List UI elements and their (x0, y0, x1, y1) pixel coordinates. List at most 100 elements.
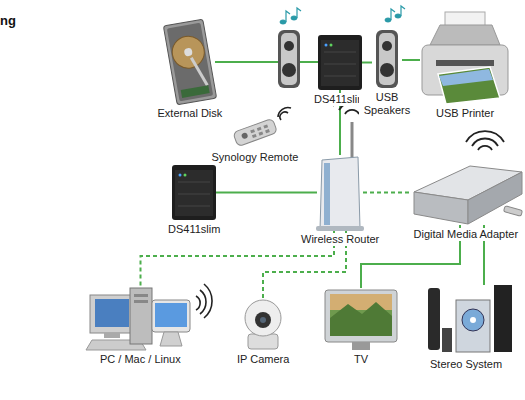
device-node: Synology Remote (232, 116, 278, 148)
camera-illustration (260, 317, 266, 323)
device-node: DS411slim (172, 165, 216, 220)
tv-illustration (325, 290, 397, 350)
device-node: USB Speakers (372, 32, 402, 88)
computer-illustration (104, 333, 120, 338)
media-adapter-illustration (414, 192, 468, 224)
wireless-signal-symbol (466, 131, 504, 142)
remote-illustration (252, 134, 257, 138)
device-label: USB Speakers (359, 91, 415, 117)
music-note-symbol (395, 14, 401, 18)
device-node: USB Printer (420, 20, 510, 104)
nas-illustration (324, 64, 356, 65)
router-illustration (324, 163, 330, 225)
device-label: TV (352, 353, 370, 366)
speaker-illustration (278, 30, 398, 88)
computer-illustration (86, 340, 146, 350)
speaker-illustration (376, 30, 398, 88)
speaker-illustration (284, 41, 294, 51)
nas-illustration (324, 76, 356, 77)
speaker-illustration (278, 30, 300, 88)
printer-illustration (430, 25, 500, 45)
device-label: PC / Mac / Linux (98, 353, 183, 366)
stereo-illustration (462, 309, 484, 331)
device-node: TV (325, 288, 397, 350)
nas-illustration (175, 170, 213, 216)
device-label: Digital Media Adapter (412, 228, 521, 241)
computer-illustration (160, 332, 182, 346)
device-node: Digital Media Adapter (412, 160, 520, 225)
remote-illustration (233, 118, 278, 146)
computer-illustration (134, 294, 148, 297)
remote-illustration (250, 129, 255, 133)
router-illustration (351, 122, 354, 160)
device-label: External Disk (156, 107, 225, 120)
tv-illustration (330, 302, 392, 336)
speaker-illustration (382, 41, 392, 51)
hard-disk-illustration (181, 85, 210, 98)
device-node: Stereo System (420, 285, 512, 355)
stereo-illustration (456, 300, 490, 352)
stereo-illustration (442, 328, 452, 352)
nas-illustration (172, 165, 216, 220)
printer-illustration (445, 12, 485, 30)
router-illustration (320, 157, 360, 230)
wireless-signal-symbol (466, 131, 504, 150)
remote-illustration (265, 129, 270, 133)
nas-illustration (318, 35, 362, 90)
nas-illustration (178, 206, 210, 207)
speaker-illustration (379, 33, 395, 85)
remote-illustration (241, 132, 249, 140)
music-note-symbol (291, 16, 297, 20)
wireless-signal-symbol (204, 284, 212, 318)
nas-illustration (178, 194, 210, 195)
media-adapter-illustration (468, 172, 522, 224)
speaker-illustration (380, 63, 394, 77)
nas-illustration (324, 52, 356, 53)
device-node: External Disk (165, 20, 215, 104)
computer-illustration (134, 300, 148, 303)
heading-fragment: ng (0, 13, 16, 28)
device-label: Wireless Router (299, 233, 381, 246)
computer-illustration (86, 288, 190, 350)
printer-illustration (439, 69, 493, 86)
computer-illustration (90, 295, 134, 333)
wireless-link (363, 192, 412, 194)
tv-illustration (325, 290, 397, 342)
camera-illustration (248, 334, 278, 349)
media-adapter-illustration (414, 166, 522, 200)
media-adapter-illustration (504, 206, 523, 216)
nas-illustration (178, 182, 210, 183)
tv-illustration (352, 342, 370, 350)
music-note-symbol (385, 18, 391, 22)
camera-illustration (245, 300, 281, 336)
speaker-illustration (282, 63, 296, 77)
stereo-illustration (428, 285, 512, 352)
device-node: PC / Mac / Linux (88, 288, 193, 350)
device-label: Synology Remote (210, 151, 301, 164)
music-note-symbol (280, 6, 405, 24)
device-node: Wireless Router (317, 155, 363, 230)
wireless-signal-symbol (196, 296, 200, 310)
hard-disk-illustration (170, 34, 207, 71)
router-illustration (316, 226, 364, 231)
remote-illustration (233, 118, 278, 146)
remote-illustration (257, 127, 262, 131)
nas-illustration (184, 174, 187, 177)
wired-link (362, 62, 372, 64)
wireless-signal-symbol (200, 290, 206, 314)
device-label: DS411slim (166, 223, 222, 236)
wired-link (402, 59, 420, 61)
device-label: Stereo System (428, 358, 504, 371)
wireless-signal-symbol (280, 112, 288, 120)
wireless-signal-symbol (196, 284, 212, 318)
hard-disk-illustration (163, 19, 216, 105)
camera-illustration (255, 312, 271, 328)
wireless-signal-symbol (478, 146, 492, 150)
music-note-symbol (391, 9, 395, 20)
stereo-illustration (470, 317, 476, 323)
stereo-illustration (428, 288, 440, 350)
remote-illustration (263, 124, 268, 128)
nas-illustration (318, 35, 362, 90)
